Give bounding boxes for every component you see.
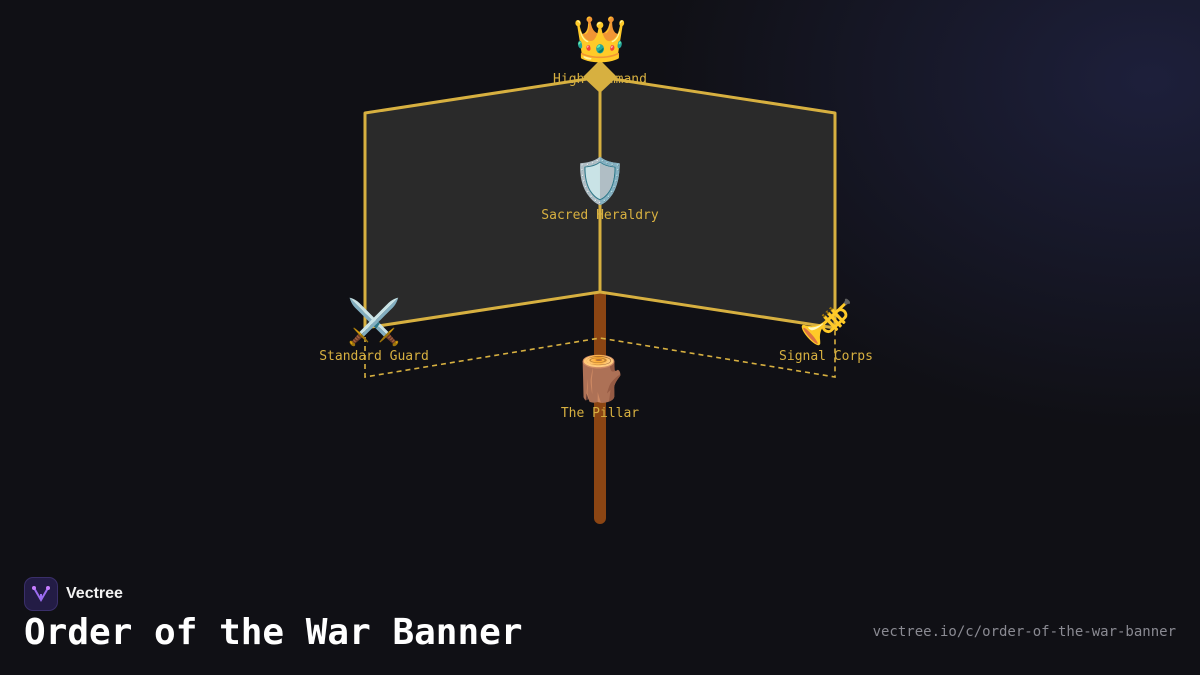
crown-icon: 👑 xyxy=(572,14,628,65)
node-label: Sacred Heraldry xyxy=(541,208,659,223)
dashed-connector xyxy=(364,328,836,378)
vectree-logo-icon xyxy=(24,577,58,611)
node-label: The Pillar xyxy=(560,406,640,421)
brand-name: Vectree xyxy=(66,585,123,602)
node-label: Standard Guard xyxy=(319,349,429,364)
shield-icon: 🛡️ xyxy=(572,156,628,207)
crossed-swords-icon: ⚔️ xyxy=(346,297,402,348)
node-the-pillar: 🪵 The Pillar xyxy=(560,354,640,422)
wood-log-icon: 🪵 xyxy=(572,354,628,405)
node-signal-corps: 🎺 Signal Corps xyxy=(779,297,873,365)
node-standard-guard: ⚔️ Standard Guard xyxy=(319,297,429,365)
node-sacred-heraldry: 🛡️ Sacred Heraldry xyxy=(541,156,659,224)
node-label: Signal Corps xyxy=(779,349,873,364)
trumpet-icon: 🎺 xyxy=(798,297,854,348)
banner-right-panel xyxy=(598,75,837,330)
node-label: High Command xyxy=(553,72,647,87)
page-title: Order of the War Banner xyxy=(24,612,523,653)
brand: Vectree xyxy=(24,577,123,611)
pole-finial xyxy=(583,60,617,93)
page-url: vectree.io/c/order-of-the-war-banner xyxy=(872,624,1176,640)
node-high-command: 👑 High Command xyxy=(553,14,647,88)
